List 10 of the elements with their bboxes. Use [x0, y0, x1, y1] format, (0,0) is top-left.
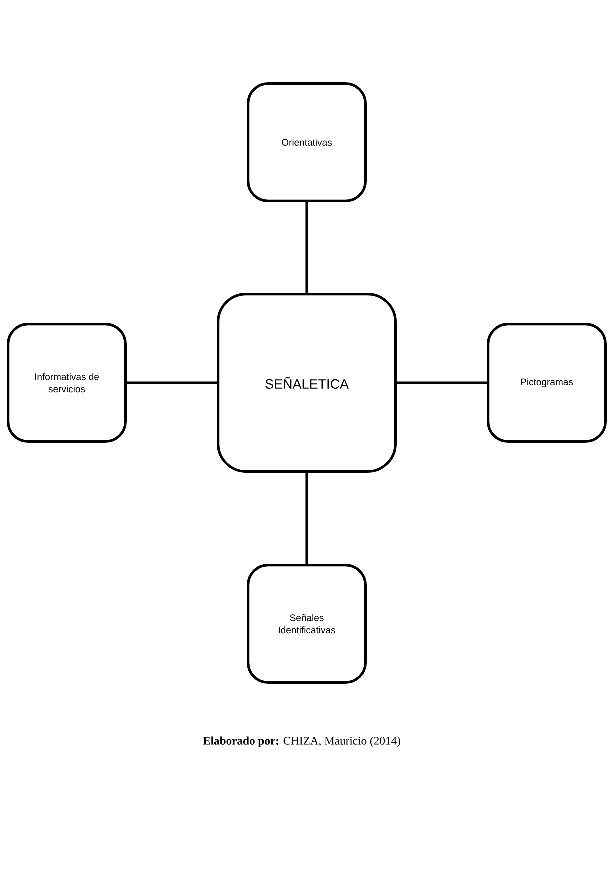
connector-line — [306, 473, 308, 564]
connector-line — [397, 382, 487, 384]
connector-line — [127, 382, 217, 384]
rounded-box: Pictogramas — [487, 323, 607, 443]
rounded-box: Informativas de servicios — [7, 323, 127, 443]
rounded-box: SEÑALETICA — [217, 293, 397, 473]
rounded-box: Orientativas — [247, 82, 367, 202]
caption: Elaborado por: CHIZA, Mauricio (2014) — [203, 736, 400, 748]
rounded-box: Señales Identificativas — [247, 564, 367, 684]
connector-line — [306, 202, 308, 293]
